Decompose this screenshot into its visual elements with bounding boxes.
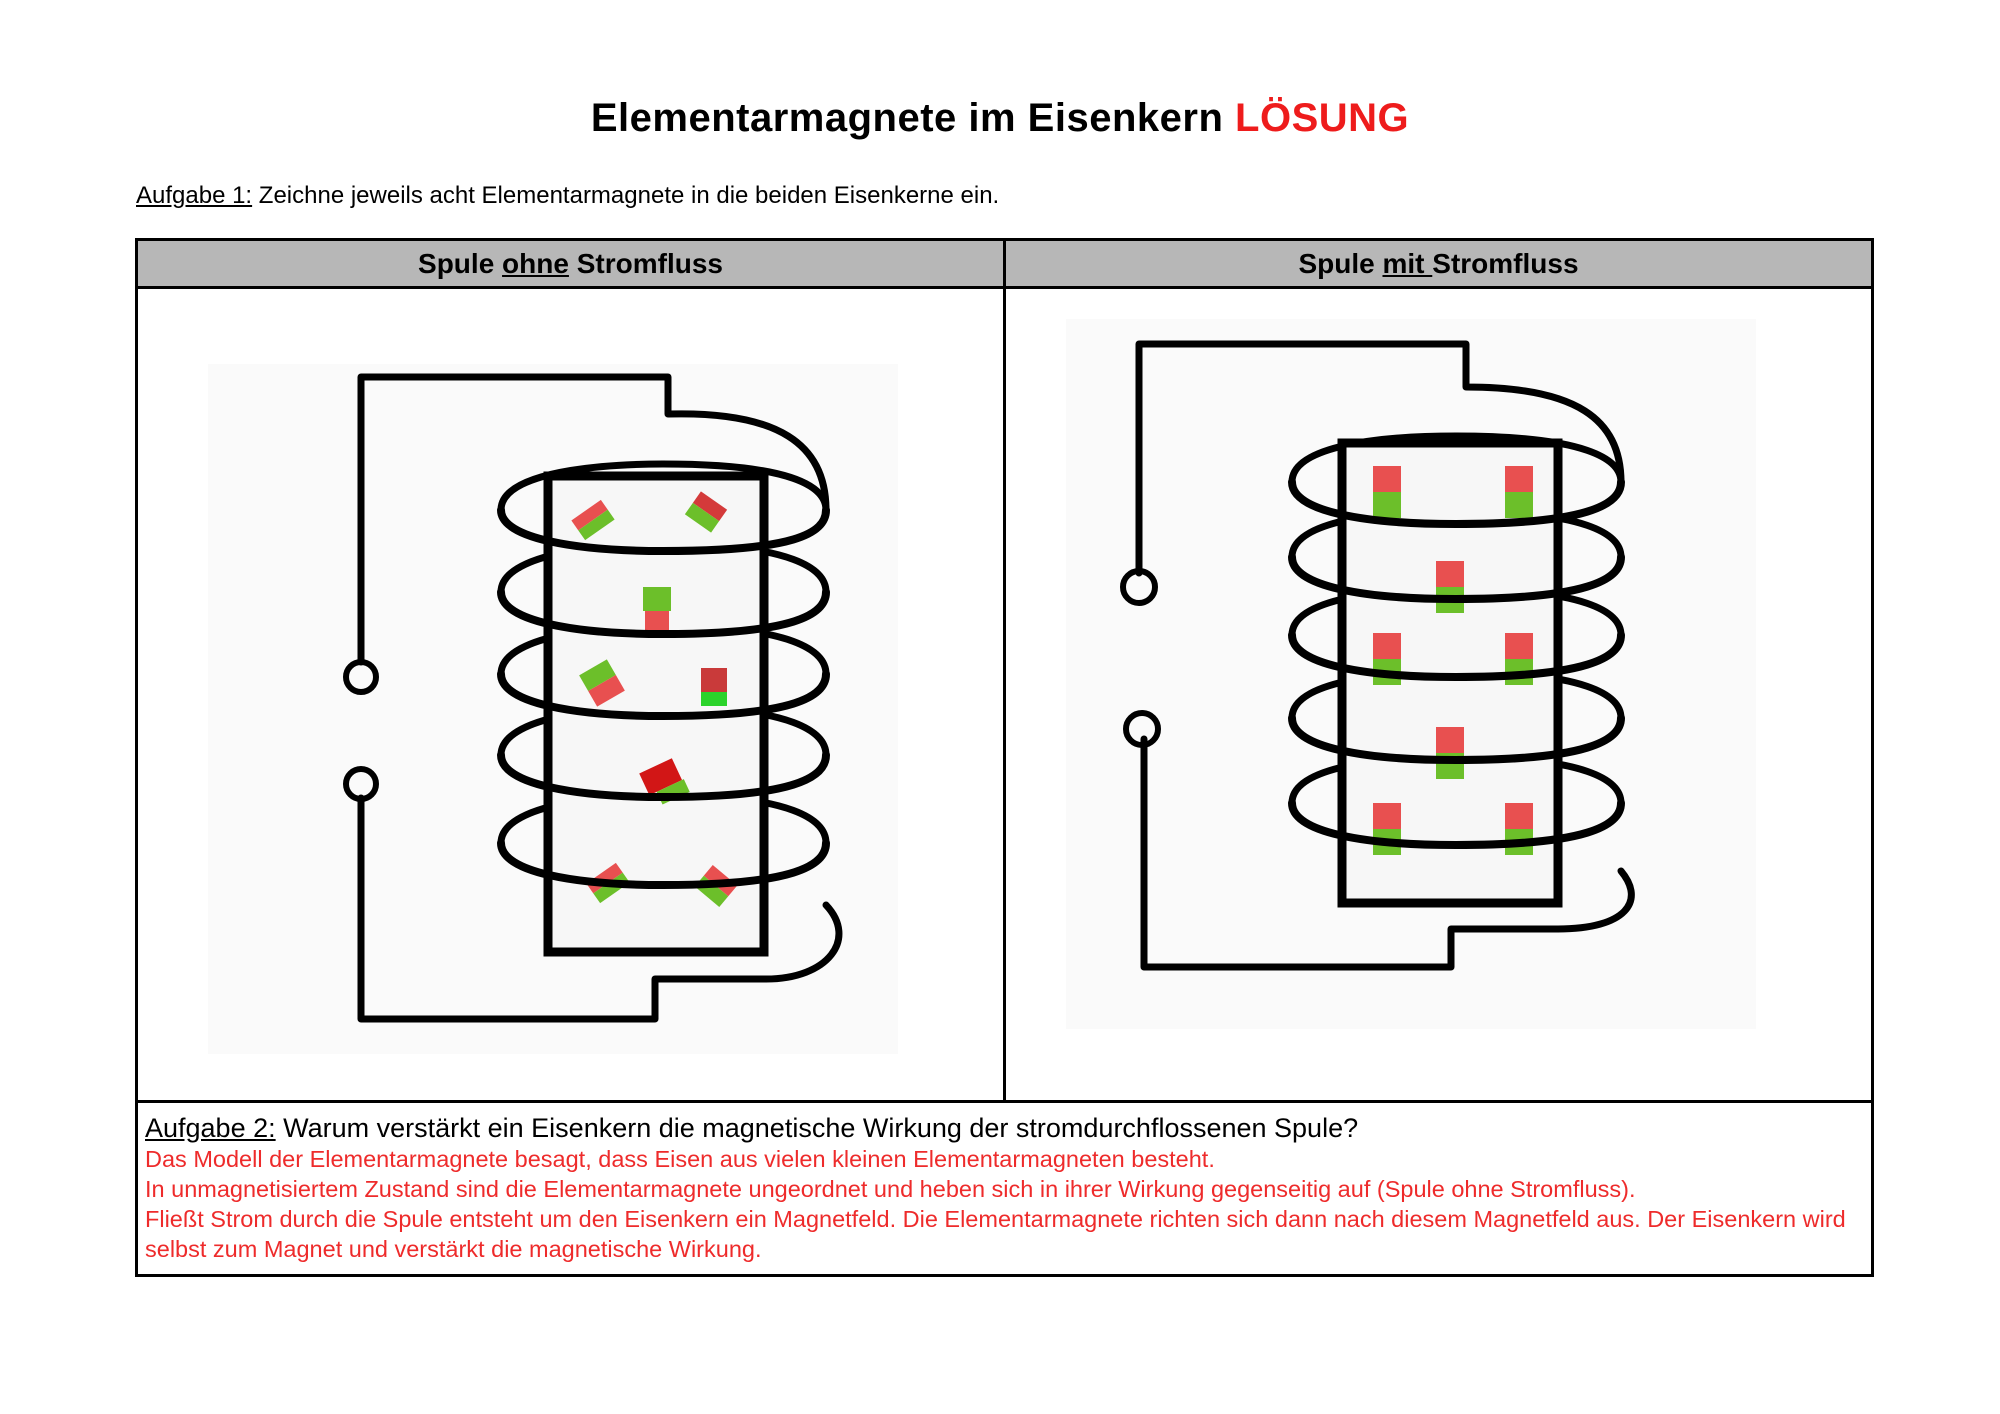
task-2-label: Aufgabe 2: bbox=[145, 1113, 276, 1143]
task-2-question-text: Warum verstärkt ein Eisenkern die magnet… bbox=[275, 1113, 1359, 1143]
table-header-row: Spule ohne Stromfluss Spule mit Stromflu… bbox=[135, 238, 1874, 289]
elementary-magnet bbox=[701, 668, 727, 706]
coil-front-windings bbox=[497, 506, 830, 889]
header-with-current: Spule mit Stromfluss bbox=[1003, 238, 1874, 289]
task-1-text: Zeichne jeweils acht Elementarmagnete in… bbox=[252, 182, 1000, 209]
task-2-cell: Aufgabe 2: Warum verstärkt ein Eisenkern… bbox=[135, 1100, 1874, 1277]
coil-with-current-drawing bbox=[1066, 319, 1756, 1029]
task-1: Aufgabe 1: Zeichne jeweils acht Elementa… bbox=[136, 182, 999, 210]
task-2-question: Aufgabe 2: Warum verstärkt ein Eisenkern… bbox=[145, 1113, 1863, 1144]
worksheet-table: Spule ohne Stromfluss Spule mit Stromflu… bbox=[135, 238, 1874, 1277]
elementary-magnet bbox=[571, 499, 615, 541]
title-highlight: LÖSUNG bbox=[1235, 96, 1410, 140]
elementary-magnet bbox=[684, 491, 728, 533]
elementary-magnet bbox=[579, 659, 625, 707]
answer-line: Fließt Strom durch die Spule entsteht um… bbox=[145, 1206, 1846, 1262]
page-title: Elementarmagnete im Eisenkern LÖSUNG bbox=[0, 96, 2000, 141]
task-1-label: Aufgabe 1: bbox=[136, 182, 253, 209]
figure-coil-with-current bbox=[1003, 286, 1874, 1103]
answer-line: In unmagnetisiertem Zustand sind die Ele… bbox=[145, 1176, 1636, 1202]
elementary-magnet bbox=[1505, 466, 1533, 518]
title-main: Elementarmagnete im Eisenkern bbox=[590, 96, 1224, 140]
figure-row bbox=[135, 286, 1874, 1103]
coil-front-windings-right bbox=[1288, 478, 1625, 849]
coil-without-current-drawing bbox=[208, 364, 898, 1054]
elementary-magnet bbox=[1373, 803, 1401, 855]
wire-right bbox=[1120, 340, 1635, 971]
task-2-row: Aufgabe 2: Warum verstärkt ein Eisenkern… bbox=[135, 1100, 1874, 1277]
elementary-magnet bbox=[643, 587, 671, 633]
elementary-magnet bbox=[1436, 561, 1464, 613]
answer-line: Das Modell der Elementarmagnete besagt, … bbox=[145, 1146, 1215, 1172]
header-without-current: Spule ohne Stromfluss bbox=[135, 238, 1006, 289]
wire-left bbox=[343, 373, 843, 1023]
elementary-magnet bbox=[1436, 727, 1464, 779]
figure-coil-without-current bbox=[135, 286, 1006, 1103]
elementary-magnet bbox=[1373, 466, 1401, 518]
